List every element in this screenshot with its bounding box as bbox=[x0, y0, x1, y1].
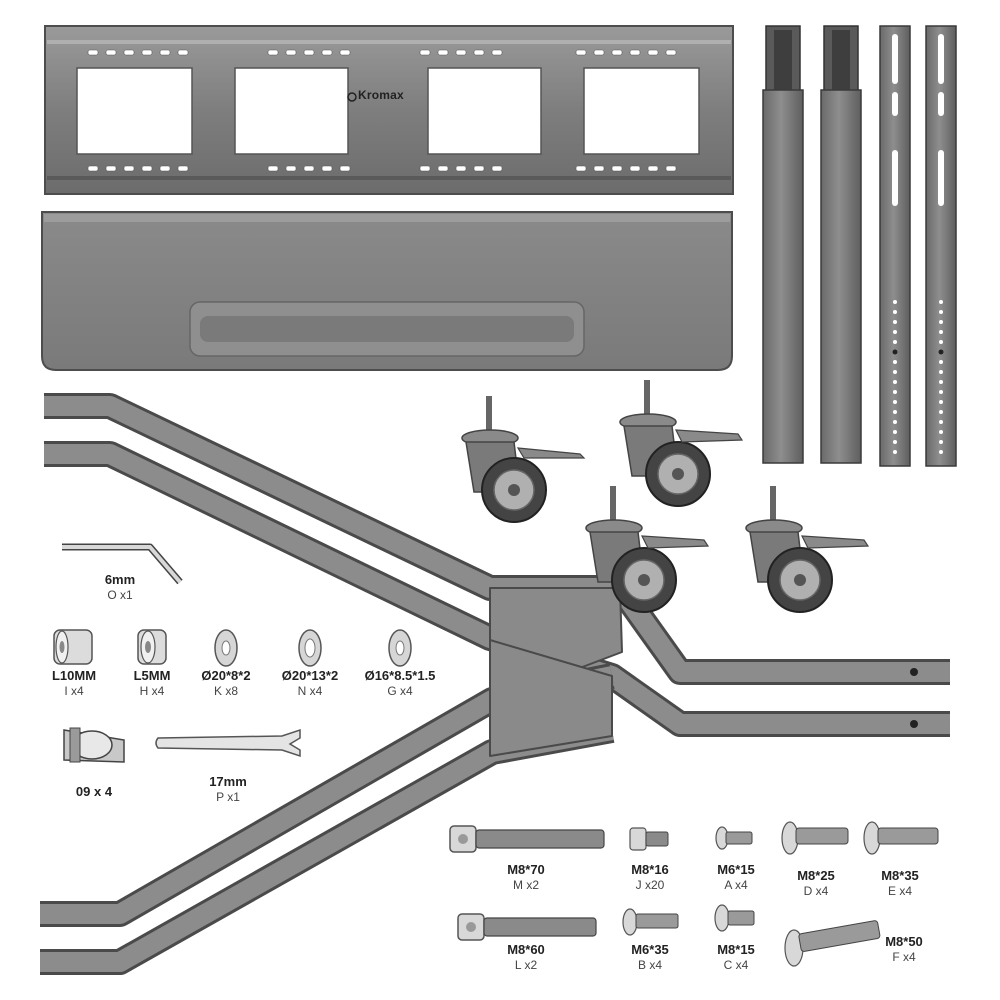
part-label: M6*15 A x4 bbox=[698, 862, 774, 892]
part-name: M8*50 bbox=[885, 934, 923, 949]
part-label: M8*35 E x4 bbox=[862, 868, 938, 898]
part-qty: A x4 bbox=[724, 877, 748, 892]
part-label: M8*25 D x4 bbox=[778, 868, 854, 898]
bolt-m8-15-icon bbox=[714, 904, 755, 932]
bolt-m8-16-icon bbox=[629, 827, 669, 851]
part-label: M8*15 C x4 bbox=[698, 942, 774, 972]
brand-name: Kromax bbox=[358, 88, 404, 102]
part-name: Ø20*13*2 bbox=[281, 668, 339, 683]
part-qty: H x4 bbox=[139, 683, 165, 698]
caster-wheel bbox=[585, 486, 710, 613]
spacer-l10-icon bbox=[53, 629, 93, 665]
base-legs bbox=[40, 393, 950, 975]
part-name: L5MM bbox=[133, 668, 171, 683]
shelf-tray bbox=[41, 211, 733, 371]
part-qty: B x4 bbox=[637, 957, 662, 972]
brand-logo-icon bbox=[347, 92, 357, 102]
wrench-icon bbox=[155, 728, 301, 758]
bolt-m8-70-icon bbox=[449, 825, 605, 853]
part-qty: M x2 bbox=[512, 877, 539, 892]
bolt-m8-60-icon bbox=[457, 913, 597, 941]
part-qty: L x2 bbox=[514, 957, 538, 972]
bolt-m8-35-icon bbox=[863, 821, 939, 855]
part-qty: C x4 bbox=[723, 957, 749, 972]
part-name: M6*35 bbox=[631, 942, 669, 957]
part-qty: K x8 bbox=[213, 683, 238, 698]
part-name: M8*15 bbox=[717, 942, 755, 957]
washer-k-icon bbox=[214, 629, 238, 667]
part-label: M8*16 J x20 bbox=[612, 862, 688, 892]
part-label: L5MM H x4 bbox=[114, 668, 190, 698]
caster-wheel bbox=[461, 396, 586, 523]
part-name: M6*15 bbox=[717, 862, 755, 877]
part-label: Ø20*13*2 N x4 bbox=[266, 668, 354, 698]
part-qty: F x4 bbox=[892, 949, 916, 964]
part-name: Ø20*8*2 bbox=[201, 668, 251, 683]
part-label: Ø16*8.5*1.5 G x4 bbox=[352, 668, 448, 698]
part-name: M8*16 bbox=[631, 862, 669, 877]
part-qty: E x4 bbox=[887, 883, 912, 898]
column-tubes bbox=[762, 25, 862, 464]
cable-clip-icon bbox=[63, 727, 125, 763]
caster-wheel bbox=[619, 380, 744, 507]
part-qty: P x1 bbox=[216, 789, 240, 804]
part-name: M8*35 bbox=[881, 868, 919, 883]
part-name: 17mm bbox=[209, 774, 247, 789]
part-label: M8*50 F x4 bbox=[866, 934, 942, 964]
washer-g-icon bbox=[388, 629, 412, 667]
part-label: 17mm P x1 bbox=[190, 774, 266, 804]
perforated-rails bbox=[879, 25, 957, 467]
bolt-m8-50-icon bbox=[784, 920, 881, 967]
caster-wheel bbox=[745, 486, 870, 613]
part-name: L10MM bbox=[51, 668, 97, 683]
part-qty: O x1 bbox=[107, 587, 133, 602]
part-qty: N x4 bbox=[297, 683, 323, 698]
part-label: M6*35 B x4 bbox=[612, 942, 688, 972]
bolt-m8-25-icon bbox=[781, 821, 849, 855]
bolt-m6-35-icon bbox=[622, 908, 679, 936]
part-name: Ø16*8.5*1.5 bbox=[364, 668, 436, 683]
bolt-m6-15-icon bbox=[715, 826, 753, 850]
part-label: Ø20*8*2 K x8 bbox=[188, 668, 264, 698]
part-label: L10MM I x4 bbox=[36, 668, 112, 698]
washer-n-icon bbox=[298, 629, 322, 667]
mounting-plate bbox=[44, 25, 734, 195]
part-name: 09 x 4 bbox=[75, 784, 113, 799]
part-qty: I x4 bbox=[64, 683, 84, 698]
part-qty: J x20 bbox=[635, 877, 665, 892]
part-label: 6mm O x1 bbox=[80, 572, 160, 602]
part-name: M8*25 bbox=[797, 868, 835, 883]
spacer-l5-icon bbox=[137, 629, 167, 665]
part-label: M8*60 L x2 bbox=[488, 942, 564, 972]
part-qty: D x4 bbox=[803, 883, 829, 898]
part-label: M8*70 M x2 bbox=[488, 862, 564, 892]
part-name: M8*60 bbox=[507, 942, 545, 957]
part-label: 09 x 4 bbox=[56, 784, 132, 800]
part-qty: G x4 bbox=[387, 683, 413, 698]
part-name: 6mm bbox=[104, 572, 136, 587]
part-name: M8*70 bbox=[507, 862, 545, 877]
